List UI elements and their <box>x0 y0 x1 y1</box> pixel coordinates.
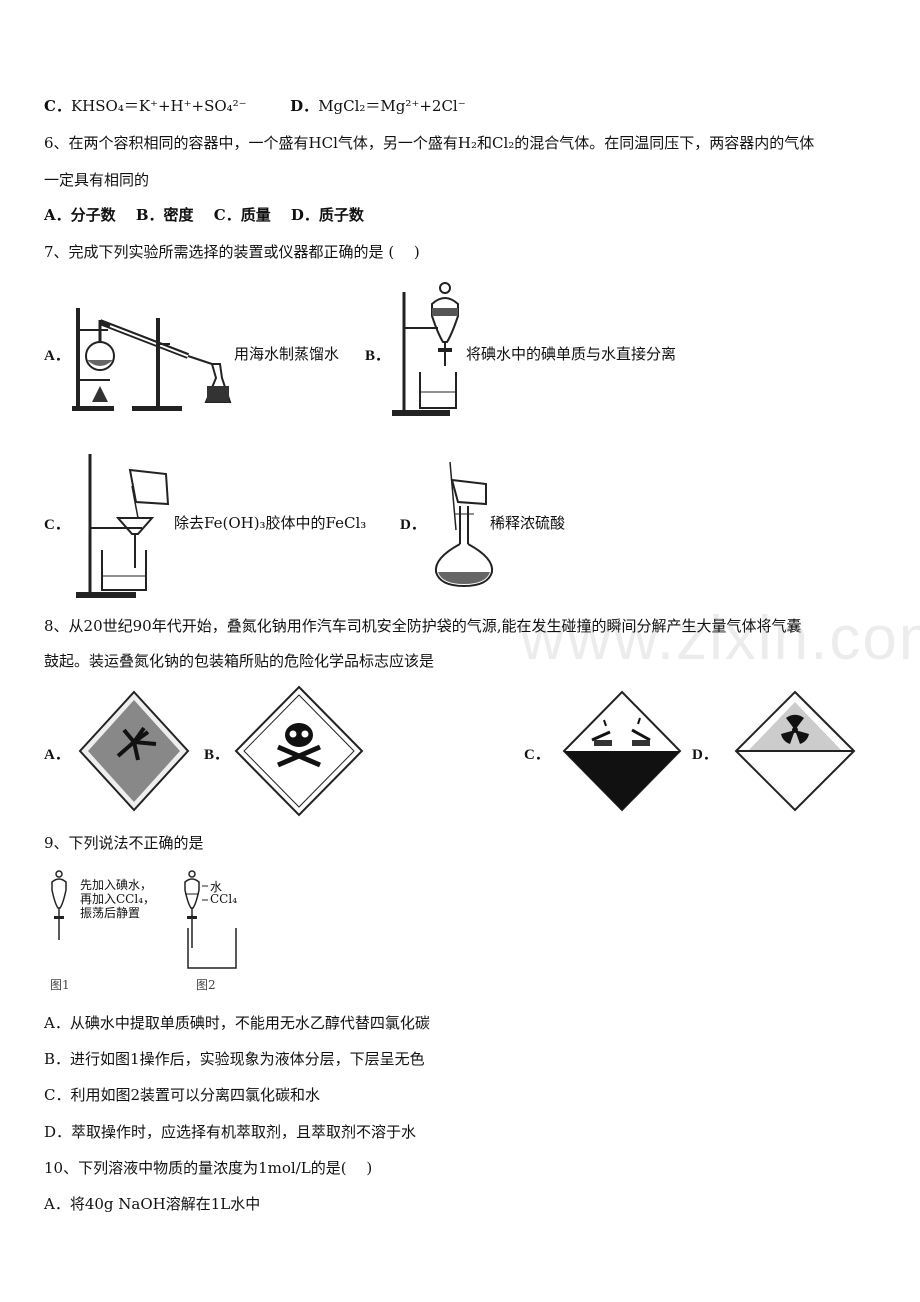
q7-option-c-label: C． <box>44 517 70 533</box>
q9-figure-1 <box>51 870 67 940</box>
q9-figure1-note-line3: 振荡后静置 <box>80 906 141 920</box>
q9-option-d: D．萃取操作时，应选择有机萃取剂，且萃取剂不溶于水 <box>44 1123 417 1141</box>
q9-option-c: C．利用如图2装置可以分离四氯化碳和水 <box>44 1086 321 1104</box>
separatory-funnel-figure <box>392 282 459 416</box>
q8-stem-line2: 鼓起。装运叠氮化钠的包装箱所贴的危险化学品标志应该是 <box>44 652 435 670</box>
q9-option-b: B．进行如图1操作后，实验现象为液体分层，下层呈无色 <box>44 1050 425 1068</box>
explosive-hazard-sign-icon <box>78 690 190 812</box>
q8-stem-line1: 8、从20世纪90年代开始，叠氮化钠用作汽车司机安全防护袋的气源,能在发生碰撞的… <box>44 617 802 635</box>
q9-figure1-note-line2: 再加入CCl₄， <box>80 892 156 906</box>
q5-option-d-text: MgCl₂＝Mg²⁺+2Cl⁻ <box>318 97 466 115</box>
corrosive-hazard-sign-icon <box>562 690 682 812</box>
q9-figure1-note: 先加入碘水， 再加入CCl₄， 振荡后静置 <box>80 878 155 920</box>
q6-stem-line1: 6、在两个容积相同的容器中，一个盛有HCl气体，另一个盛有H₂和Cl₂的混合气体… <box>44 134 815 152</box>
q5-option-d-label: D． <box>290 97 319 115</box>
q5-options: C．KHSO₄＝K⁺+H⁺+SO₄²⁻ D．MgCl₂＝Mg²⁺+2Cl⁻ <box>44 96 466 116</box>
q9-figure2-caption: 图2 <box>196 978 216 992</box>
volumetric-flask-figure <box>434 461 494 588</box>
q7-option-d-label: D． <box>400 517 426 533</box>
q8-option-c-label: C． <box>524 747 550 763</box>
q8-option-b-label: B． <box>204 747 230 763</box>
q9-figure2-label-water: 水 <box>210 880 223 894</box>
q5-option-c-text: KHSO₄＝K⁺+H⁺+SO₄²⁻ <box>70 97 247 115</box>
q7-option-b-caption: 将碘水中的碘单质与水直接分离 <box>466 345 677 363</box>
filtration-apparatus-figure <box>76 454 170 598</box>
q10-stem: 10、下列溶液中物质的量浓度为1mol/L的是( ) <box>44 1159 373 1177</box>
q7-option-c-caption: 除去Fe(OH)₃胶体中的FeCl₃ <box>174 514 367 532</box>
q5-option-c-label: C． <box>44 97 71 115</box>
q9-figure1-note-line1: 先加入碘水， <box>80 878 153 892</box>
radioactive-hazard-sign-icon <box>734 690 856 812</box>
q7-option-b-label: B． <box>365 348 391 364</box>
q9-figure-2 <box>184 870 237 969</box>
toxic-hazard-sign-icon <box>234 685 364 817</box>
q7-option-a-label: A． <box>44 348 70 364</box>
q7-stem: 7、完成下列实验所需选择的装置或仪器都正确的是 ( ) <box>44 243 420 261</box>
q7-option-a-caption: 用海水制蒸馏水 <box>234 345 340 363</box>
q9-option-a: A．从碘水中提取单质碘时，不能用无水乙醇代替四氯化碳 <box>44 1014 430 1032</box>
q9-figure2-label-ccl4: CCl₄ <box>210 892 238 906</box>
q9-figure1-caption: 图1 <box>50 978 70 992</box>
q8-option-d-label: D． <box>692 747 718 763</box>
q9-stem: 9、下列说法不正确的是 <box>44 834 204 852</box>
q10-option-a: A．将40g NaOH溶解在1L水中 <box>44 1195 261 1213</box>
q8-option-a-label: A． <box>44 747 70 763</box>
distillation-apparatus-figure <box>72 308 232 411</box>
watermark: www.zixin.com.cn <box>520 604 920 673</box>
q6-options: A．分子数 B．密度 C．质量 D．质子数 <box>44 206 364 224</box>
q7-option-d-caption: 稀释浓硫酸 <box>490 514 566 532</box>
q6-stem-line2: 一定具有相同的 <box>44 171 150 189</box>
